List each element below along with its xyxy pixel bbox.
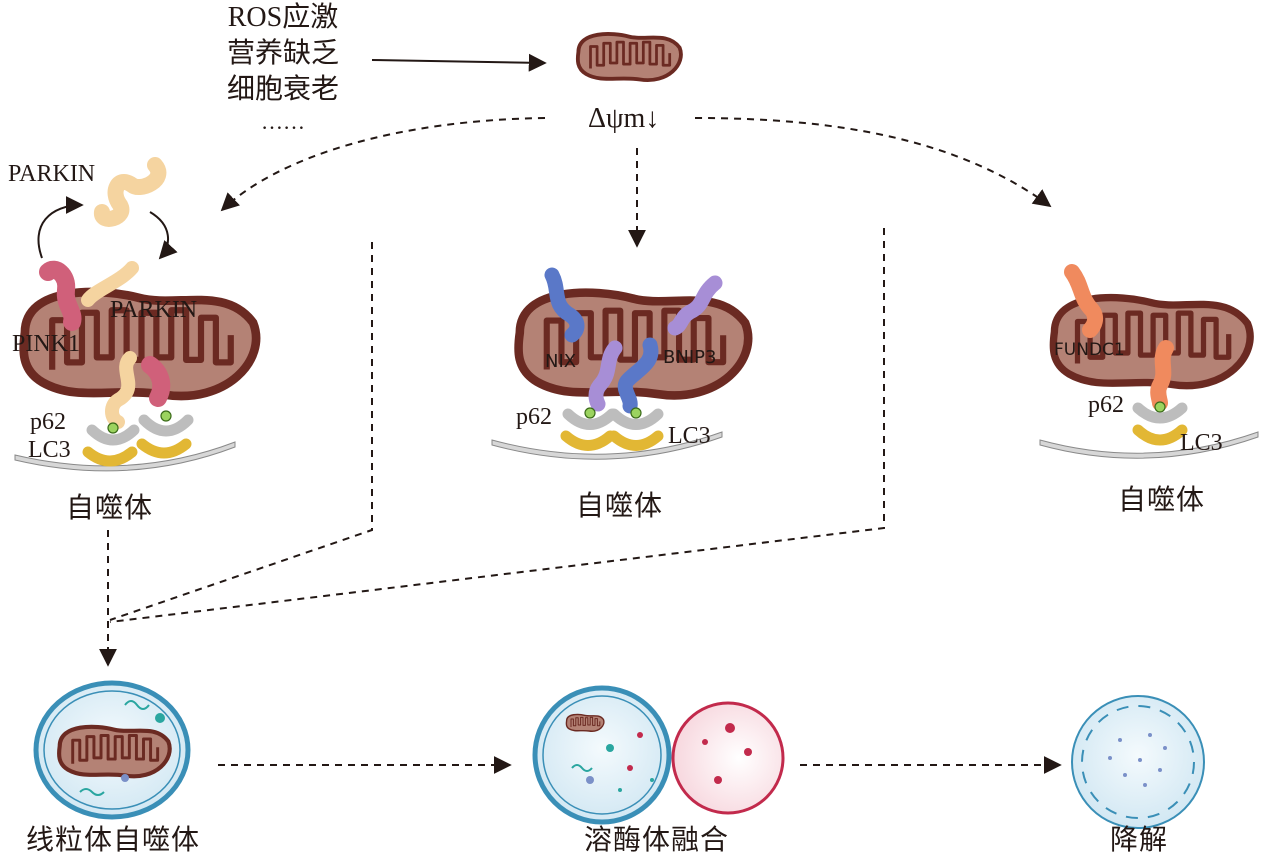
arrow-to-pink1-pathway	[220, 117, 546, 212]
nix-protein-upper	[544, 267, 585, 343]
fundc1-protein-upper	[1064, 264, 1104, 338]
lysosome-fusion-caption: 溶酶体融合	[584, 823, 730, 856]
lc3-label-right: LC3	[1180, 430, 1223, 456]
p62-label-middle: p62	[516, 404, 552, 430]
lc3-label-left: LC3	[28, 437, 71, 463]
recycle-arrow-right	[149, 211, 178, 260]
pink1-parkin-panel	[14, 157, 256, 472]
autophagosome-caption-right: 自噬体	[1118, 483, 1206, 516]
nix-bnip3-panel	[491, 267, 748, 460]
parkin-label-bound: PARKIN	[110, 297, 198, 323]
mitophagosome-vesicle	[33, 680, 191, 820]
nix-label: NIX	[545, 351, 577, 372]
degraded-vesicle	[1071, 695, 1205, 829]
stress-arrow	[371, 53, 547, 72]
parkin-protein-bound	[81, 261, 139, 307]
recycle-arrow-left	[37, 196, 84, 259]
stress-factor-ellipsis: ……	[261, 109, 305, 134]
nix-protein-lower	[617, 337, 659, 414]
receptor-pair-middle	[560, 407, 664, 451]
lc3-label-middle: LC3	[668, 423, 711, 449]
bnip3-protein-upper	[667, 275, 723, 336]
bnip3-protein-lower	[588, 340, 623, 412]
parkin-label-top: PARKIN	[8, 161, 96, 187]
p62-label-left: p62	[30, 409, 66, 435]
dashed-connector-right	[109, 228, 885, 623]
fundc1-label: FUNDC1	[1054, 340, 1125, 360]
mitophagosome-caption: 线粒体自噬体	[26, 823, 201, 856]
degradation-caption: 降解	[1110, 823, 1169, 856]
arrow-to-fundc1-pathway	[694, 117, 1052, 208]
p62-label-right: p62	[1088, 392, 1124, 418]
autophagosome-caption-middle: 自噬体	[576, 489, 664, 522]
receptor-right	[1132, 401, 1188, 446]
pink1-protein-lower	[141, 356, 171, 407]
autophagosome-membrane-left	[14, 441, 236, 472]
stress-factor-ros: ROS应激	[227, 2, 339, 33]
stress-factor-senescence: 细胞衰老	[226, 74, 339, 105]
autophagosome-caption-left: 自噬体	[66, 491, 154, 524]
autophagosome-membrane-middle	[491, 431, 723, 460]
bnip3-label: BNIP3	[663, 347, 717, 368]
membrane-potential-label: Δψm↓	[588, 103, 660, 134]
parkin-protein-lower	[105, 351, 137, 429]
autophagosome-membrane-right	[1039, 431, 1259, 459]
receptor-pair-left	[82, 410, 194, 467]
depolarized-mitochondrion	[578, 34, 681, 80]
autolysosome-fusion	[532, 685, 785, 825]
dashed-connector-middle	[109, 242, 373, 621]
pink1-protein	[39, 260, 82, 331]
parkin-protein-floating	[94, 157, 167, 227]
pink1-label: PINK1	[12, 331, 81, 357]
fundc1-panel	[1039, 264, 1259, 459]
stress-factor-nutrient: 营养缺乏	[226, 38, 339, 69]
fundc1-protein-lower	[1150, 340, 1174, 411]
